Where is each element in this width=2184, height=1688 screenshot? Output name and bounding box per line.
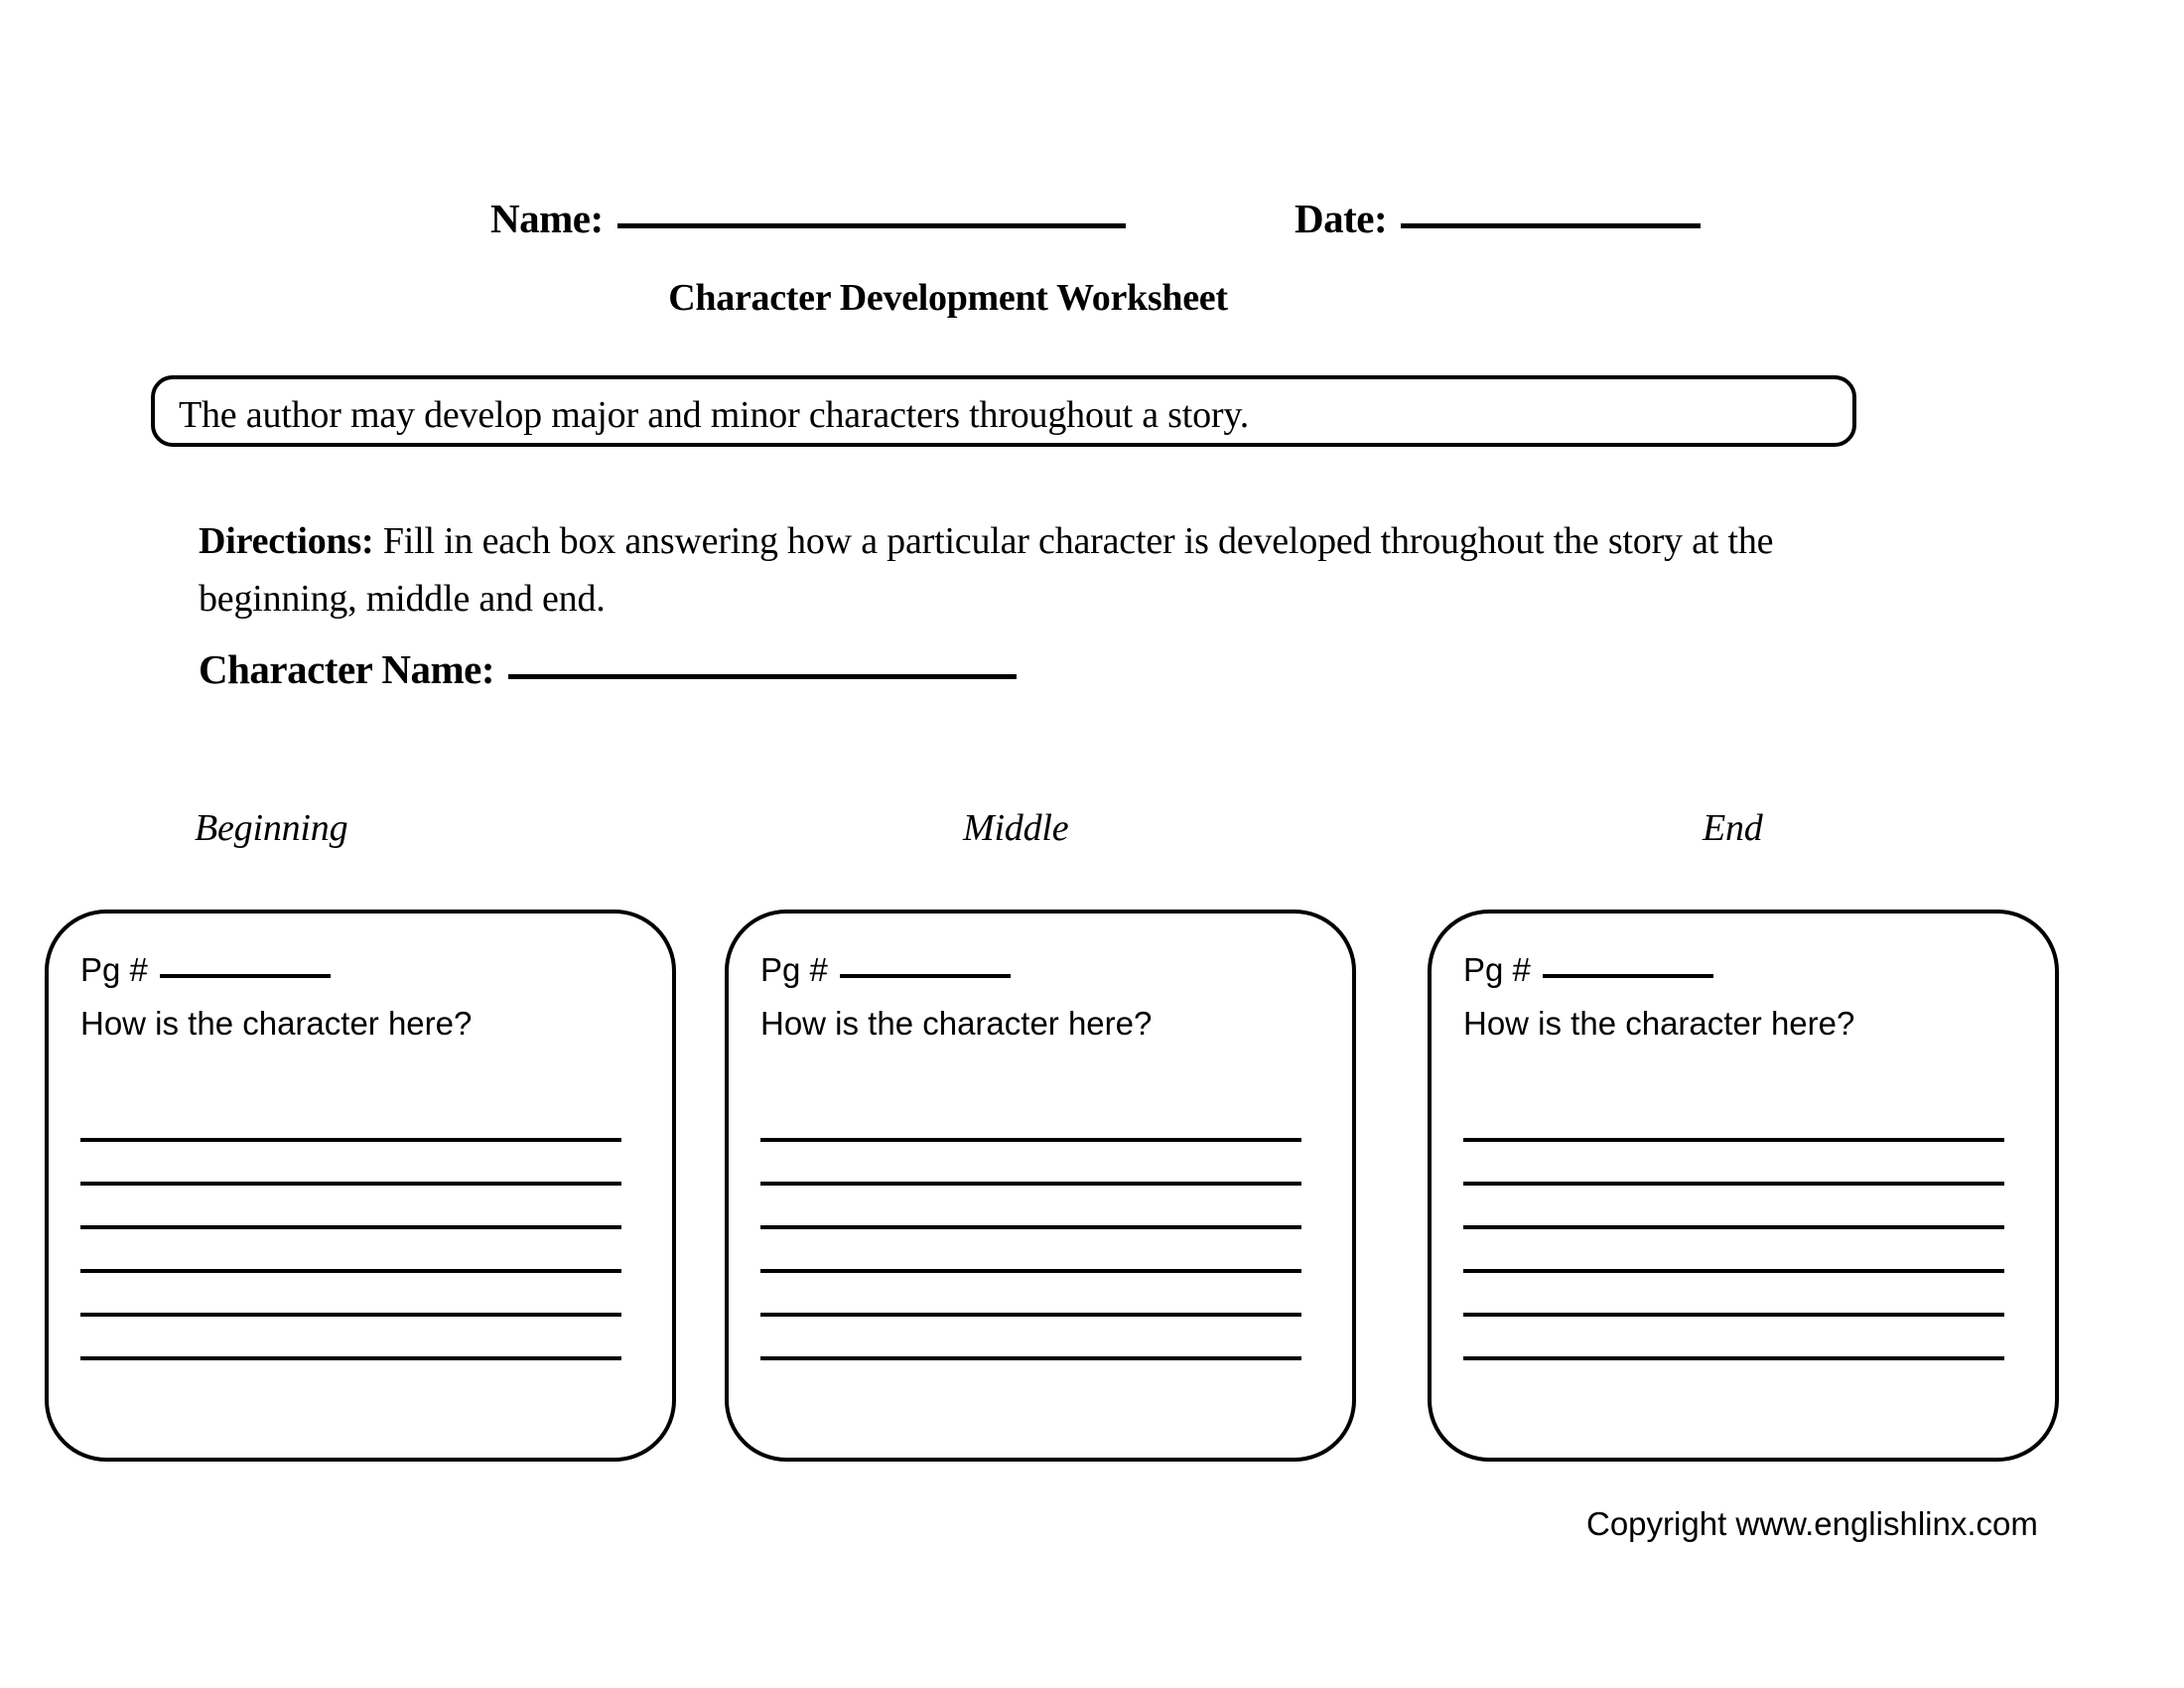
writing-line[interactable] [760, 1229, 1301, 1273]
page-number-field[interactable]: Pg # [760, 951, 1011, 989]
writing-line[interactable] [1463, 1273, 2004, 1317]
character-name-label: Character Name: [199, 646, 494, 692]
writing-lines[interactable] [1463, 1098, 2004, 1360]
writing-line[interactable] [760, 1186, 1301, 1229]
date-blank-rule[interactable] [1401, 223, 1702, 228]
directions-paragraph: Directions: Fill in each box answering h… [199, 512, 1886, 628]
answer-box-beginning[interactable]: Pg # How is the character here? [45, 910, 676, 1462]
writing-line[interactable] [760, 1317, 1301, 1360]
quote-text: The author may develop major and minor c… [179, 394, 1249, 436]
name-label: Name: [490, 196, 604, 241]
page-number-blank-rule[interactable] [839, 974, 1011, 978]
directions-text: Fill in each box answering how a particu… [199, 520, 1774, 620]
quote-callout-box: The author may develop major and minor c… [151, 375, 1856, 447]
writing-line[interactable] [80, 1317, 621, 1360]
box-prompt: How is the character here? [760, 1005, 1153, 1042]
writing-lines[interactable] [80, 1098, 621, 1360]
writing-line[interactable] [80, 1142, 621, 1186]
answer-box-middle[interactable]: Pg # How is the character here? [725, 910, 1356, 1462]
directions-label: Directions: [199, 520, 374, 562]
page-number-label: Pg # [80, 951, 148, 988]
column-caption-end: End [1703, 807, 1763, 849]
copyright-notice: Copyright www.englishlinx.com [1586, 1505, 2038, 1542]
page-number-field[interactable]: Pg # [1463, 951, 1713, 989]
character-name-field[interactable]: Character Name: [199, 645, 1017, 693]
box-prompt: How is the character here? [80, 1005, 473, 1042]
name-blank-rule[interactable] [616, 223, 1126, 228]
writing-line[interactable] [1463, 1098, 2004, 1142]
page-number-blank-rule[interactable] [159, 974, 331, 978]
writing-line[interactable] [1463, 1317, 2004, 1360]
box-prompt: How is the character here? [1463, 1005, 1855, 1042]
writing-line[interactable] [80, 1098, 621, 1142]
page-title-text: Character Development Worksheet [668, 277, 1228, 319]
writing-line[interactable] [1463, 1229, 2004, 1273]
page-number-label: Pg # [1463, 951, 1531, 988]
column-caption-middle: Middle [963, 807, 1069, 849]
name-field[interactable]: Name: [490, 195, 1126, 242]
writing-line[interactable] [80, 1273, 621, 1317]
page-number-blank-rule[interactable] [1542, 974, 1713, 978]
character-name-blank-rule[interactable] [507, 674, 1017, 679]
answer-box-end[interactable]: Pg # How is the character here? [1428, 910, 2059, 1462]
page-number-field[interactable]: Pg # [80, 951, 331, 989]
page-number-label: Pg # [760, 951, 828, 988]
column-caption-beginning: Beginning [195, 807, 348, 849]
writing-lines[interactable] [760, 1098, 1301, 1360]
writing-line[interactable] [1463, 1186, 2004, 1229]
writing-line[interactable] [1463, 1142, 2004, 1186]
page-title: Character Development Worksheet [0, 276, 2184, 320]
header-row: Name: Date: [477, 195, 1767, 254]
date-field[interactable]: Date: [1295, 195, 1702, 242]
writing-line[interactable] [760, 1142, 1301, 1186]
date-label: Date: [1295, 196, 1388, 241]
writing-line[interactable] [80, 1229, 621, 1273]
writing-line[interactable] [760, 1273, 1301, 1317]
writing-line[interactable] [760, 1098, 1301, 1142]
writing-line[interactable] [80, 1186, 621, 1229]
